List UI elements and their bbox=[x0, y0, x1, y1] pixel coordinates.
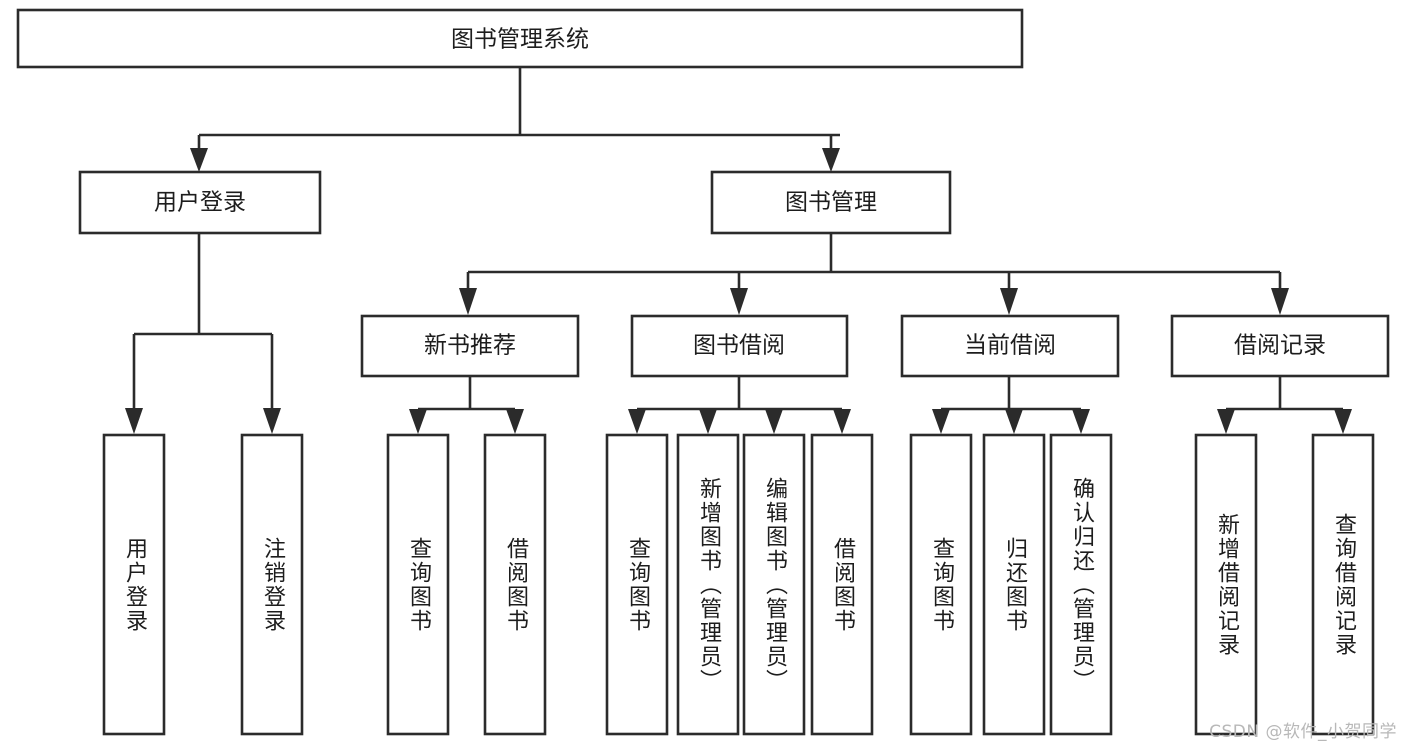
node-leaf-query-book-2-label: 查询图书 bbox=[625, 537, 651, 633]
arrow-head-current-borrow bbox=[1000, 288, 1018, 315]
node-leaf-edit-book-label: 编辑图书（管理员） bbox=[762, 477, 788, 693]
node-leaf-query-book-1-box[interactable] bbox=[386, 433, 450, 736]
node-leaf-user-login-label: 用户登录 bbox=[122, 537, 148, 633]
node-leaf-add-record[interactable]: 新增借阅记录 bbox=[1194, 433, 1258, 736]
node-current-borrow-label: 当前借阅 bbox=[964, 333, 1056, 359]
arrow-head-leaf-logout-login bbox=[263, 408, 281, 434]
node-leaf-add-book-box[interactable] bbox=[676, 433, 740, 736]
connector-group-root bbox=[190, 67, 840, 172]
node-leaf-confirm-return[interactable]: 确认归还（管理员） bbox=[1049, 433, 1113, 736]
node-leaf-user-login-box[interactable] bbox=[102, 433, 166, 736]
node-leaf-query-book-1[interactable]: 查询图书 bbox=[386, 433, 450, 736]
node-leaf-logout-login-label: 注销登录 bbox=[260, 537, 286, 633]
connector-group-user-login bbox=[125, 233, 281, 434]
arrow-head-leaf-user-login bbox=[125, 408, 143, 434]
arrow-head-book-borrow bbox=[730, 288, 748, 315]
node-leaf-query-book-3-label: 查询图书 bbox=[929, 537, 955, 633]
node-borrow-record-box[interactable] bbox=[1170, 314, 1390, 378]
node-leaf-add-book[interactable]: 新增图书（管理员） bbox=[676, 433, 740, 736]
node-leaf-confirm-return-label: 确认归还（管理员） bbox=[1069, 477, 1095, 693]
node-leaf-add-book-label: 新增图书（管理员） bbox=[696, 477, 722, 693]
arrow-head-leaf-query-book-1 bbox=[409, 409, 427, 434]
node-leaf-return-book[interactable]: 归还图书 bbox=[982, 433, 1046, 736]
node-leaf-borrow-book-1[interactable]: 借阅图书 bbox=[483, 433, 547, 736]
connector-group-borrow-record bbox=[1217, 376, 1352, 434]
connector-group-new-book-recommend bbox=[409, 376, 524, 434]
node-book-manage-label: 图书管理 bbox=[785, 190, 877, 216]
node-leaf-query-book-1-label: 查询图书 bbox=[406, 537, 432, 633]
node-book-borrow-box[interactable] bbox=[630, 314, 849, 378]
node-leaf-query-book-3-box[interactable] bbox=[909, 433, 973, 736]
connector-group-book-borrow bbox=[628, 376, 851, 434]
node-root[interactable]: 图书管理系统 bbox=[16, 8, 1024, 69]
node-leaf-query-book-2[interactable]: 查询图书 bbox=[605, 433, 669, 736]
node-leaf-logout-login-box[interactable] bbox=[240, 433, 304, 736]
node-user-login-label: 用户登录 bbox=[154, 190, 246, 216]
node-leaf-query-record[interactable]: 查询借阅记录 bbox=[1311, 433, 1375, 736]
node-leaf-edit-book[interactable]: 编辑图书（管理员） bbox=[742, 433, 806, 736]
node-user-login[interactable]: 用户登录 bbox=[78, 170, 322, 235]
node-current-borrow-box[interactable] bbox=[900, 314, 1120, 378]
arrow-head-borrow-record bbox=[1271, 288, 1289, 315]
node-user-login-box[interactable] bbox=[78, 170, 322, 235]
arrow-head-user-login bbox=[190, 148, 208, 172]
arrow-head-leaf-add-record bbox=[1217, 409, 1235, 434]
arrow-head-leaf-query-book-2 bbox=[628, 409, 646, 434]
node-leaf-borrow-book-2[interactable]: 借阅图书 bbox=[810, 433, 874, 736]
node-leaf-query-record-box[interactable] bbox=[1311, 433, 1375, 736]
arrow-head-leaf-borrow-book-2 bbox=[833, 409, 851, 434]
node-leaf-edit-book-box[interactable] bbox=[742, 433, 806, 736]
node-leaf-return-book-label: 归还图书 bbox=[1002, 537, 1028, 633]
node-leaf-query-record-label: 查询借阅记录 bbox=[1331, 513, 1357, 657]
node-leaf-confirm-return-box[interactable] bbox=[1049, 433, 1113, 736]
arrow-head-leaf-add-book bbox=[699, 409, 717, 434]
node-new-book-recommend[interactable]: 新书推荐 bbox=[360, 314, 580, 378]
arrow-head-leaf-edit-book bbox=[765, 409, 783, 434]
arrow-head-new-book-recommend bbox=[459, 288, 477, 315]
node-root-label: 图书管理系统 bbox=[451, 27, 589, 53]
node-root-box[interactable] bbox=[16, 8, 1024, 69]
node-new-book-recommend-label: 新书推荐 bbox=[424, 333, 516, 359]
arrow-head-leaf-confirm-return bbox=[1072, 409, 1090, 434]
node-leaf-borrow-book-2-box[interactable] bbox=[810, 433, 874, 736]
node-leaf-add-record-box[interactable] bbox=[1194, 433, 1258, 736]
node-leaf-query-book-3[interactable]: 查询图书 bbox=[909, 433, 973, 736]
node-leaf-logout-login[interactable]: 注销登录 bbox=[240, 433, 304, 736]
node-book-manage-box[interactable] bbox=[710, 170, 952, 235]
node-book-borrow-label: 图书借阅 bbox=[693, 333, 785, 359]
node-leaf-user-login[interactable]: 用户登录 bbox=[102, 433, 166, 736]
node-borrow-record-label: 借阅记录 bbox=[1234, 333, 1326, 359]
node-borrow-record[interactable]: 借阅记录 bbox=[1170, 314, 1390, 378]
connector-group-book-manage bbox=[459, 233, 1289, 315]
node-leaf-return-book-box[interactable] bbox=[982, 433, 1046, 736]
node-leaf-borrow-book-1-box[interactable] bbox=[483, 433, 547, 736]
connector-group-current-borrow bbox=[932, 376, 1090, 434]
node-leaf-add-record-label: 新增借阅记录 bbox=[1214, 513, 1240, 657]
node-leaf-borrow-book-2-label: 借阅图书 bbox=[830, 537, 856, 633]
node-current-borrow[interactable]: 当前借阅 bbox=[900, 314, 1120, 378]
arrow-head-book-manage bbox=[822, 148, 840, 172]
node-book-manage[interactable]: 图书管理 bbox=[710, 170, 952, 235]
node-leaf-query-book-2-box[interactable] bbox=[605, 433, 669, 736]
arrow-head-leaf-return-book bbox=[1005, 409, 1023, 434]
node-book-borrow[interactable]: 图书借阅 bbox=[630, 314, 849, 378]
arrow-head-leaf-borrow-book-1 bbox=[506, 409, 524, 434]
arrow-head-leaf-query-book-3 bbox=[932, 409, 950, 434]
node-leaf-borrow-book-1-label: 借阅图书 bbox=[503, 537, 529, 633]
node-new-book-recommend-box[interactable] bbox=[360, 314, 580, 378]
arrow-head-leaf-query-record bbox=[1334, 409, 1352, 434]
